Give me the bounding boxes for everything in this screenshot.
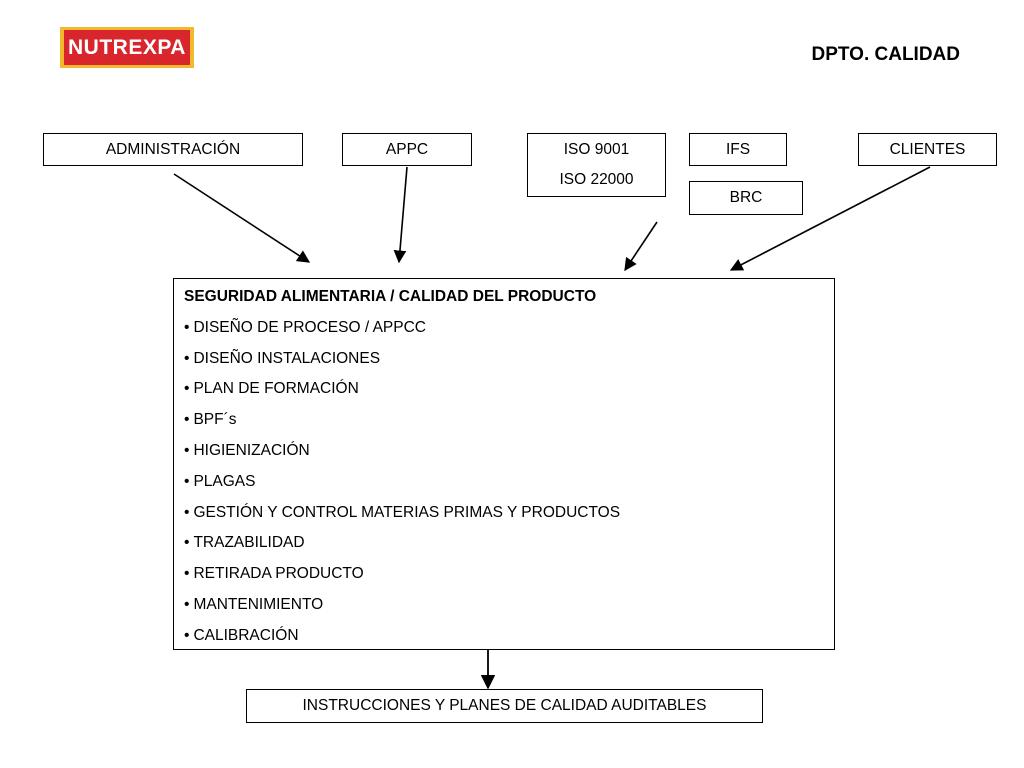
list-item-text: TRAZABILIDAD — [193, 534, 305, 552]
list-item: •PLAN DE FORMACIÓN — [184, 374, 834, 405]
list-item-text: CALIBRACIÓN — [193, 626, 299, 644]
list-item-text: HIGIENIZACIÓN — [193, 441, 310, 459]
bullet: • — [184, 318, 190, 336]
ifs-box: IFS — [689, 133, 787, 166]
bullet: • — [184, 626, 190, 644]
bullet: • — [184, 503, 190, 521]
list-item: •DISEÑO INSTALACIONES — [184, 344, 834, 375]
list-item: •PLAGAS — [184, 467, 834, 498]
list-item-text: RETIRADA PRODUCTO — [193, 565, 364, 583]
iso-box: ISO 9001 ISO 22000 — [527, 133, 666, 197]
list-item: •BPF´s — [184, 405, 834, 436]
list-item: •RETIRADA PRODUCTO — [184, 559, 834, 590]
brc-box: BRC — [689, 181, 803, 215]
list-item: •HIGIENIZACIÓN — [184, 436, 834, 467]
brc-label: BRC — [729, 189, 763, 206]
auditable-plans-box: INSTRUCCIONES Y PLANES DE CALIDAD AUDITA… — [246, 689, 763, 723]
logo-text: NUTREXPA — [64, 30, 190, 65]
bullet: • — [184, 411, 190, 429]
appc-label: APPC — [385, 140, 429, 158]
list-item-text: BPF´s — [193, 411, 237, 429]
list-item: •MANTENIMIENTO — [184, 590, 834, 621]
list-item-text: DISEÑO DE PROCESO / APPCC — [193, 318, 426, 336]
list-item-text: GESTIÓN Y CONTROL MATERIAS PRIMAS Y PROD… — [193, 503, 621, 521]
list-item: •CALIBRACIÓN — [184, 621, 834, 652]
appc-box: APPC — [342, 133, 472, 166]
administracion-box: ADMINISTRACIÓN — [43, 133, 303, 166]
arrow-iso — [624, 221, 658, 272]
bullet: • — [184, 565, 190, 583]
iso-9001-label: ISO 9001 — [563, 141, 630, 158]
clientes-box: CLIENTES — [858, 133, 997, 166]
list-item-text: DISEÑO INSTALACIONES — [193, 349, 381, 367]
bullet: • — [184, 472, 190, 490]
main-box-list: •DISEÑO DE PROCESO / APPCC •DISEÑO INSTA… — [184, 313, 834, 652]
list-item-text: MANTENIMIENTO — [193, 595, 324, 613]
nutrexpa-logo: NUTREXPA — [60, 27, 194, 68]
main-box-title: SEGURIDAD ALIMENTARIA / CALIDAD DEL PROD… — [184, 288, 597, 305]
list-item-text: PLAGAS — [193, 472, 256, 490]
list-item: •TRAZABILIDAD — [184, 528, 834, 559]
auditable-plans-label: INSTRUCCIONES Y PLANES DE CALIDAD AUDITA… — [302, 697, 707, 714]
bullet: • — [184, 349, 190, 367]
food-safety-quality-box: SEGURIDAD ALIMENTARIA / CALIDAD DEL PROD… — [173, 278, 835, 650]
iso-22000-label: ISO 22000 — [559, 171, 634, 188]
list-item-text: PLAN DE FORMACIÓN — [193, 380, 359, 398]
clientes-label: CLIENTES — [889, 140, 966, 158]
administracion-label: ADMINISTRACIÓN — [105, 140, 241, 158]
bullet: • — [184, 534, 190, 552]
bullet: • — [184, 595, 190, 613]
bullet: • — [184, 441, 190, 459]
ifs-label: IFS — [725, 140, 751, 158]
list-item: •DISEÑO DE PROCESO / APPCC — [184, 313, 834, 344]
page-title: DPTO. CALIDAD — [811, 44, 960, 65]
arrow-administracion — [173, 173, 311, 263]
bullet: • — [184, 380, 190, 398]
list-item: •GESTIÓN Y CONTROL MATERIAS PRIMAS Y PRO… — [184, 498, 834, 529]
arrow-appc — [393, 166, 408, 264]
